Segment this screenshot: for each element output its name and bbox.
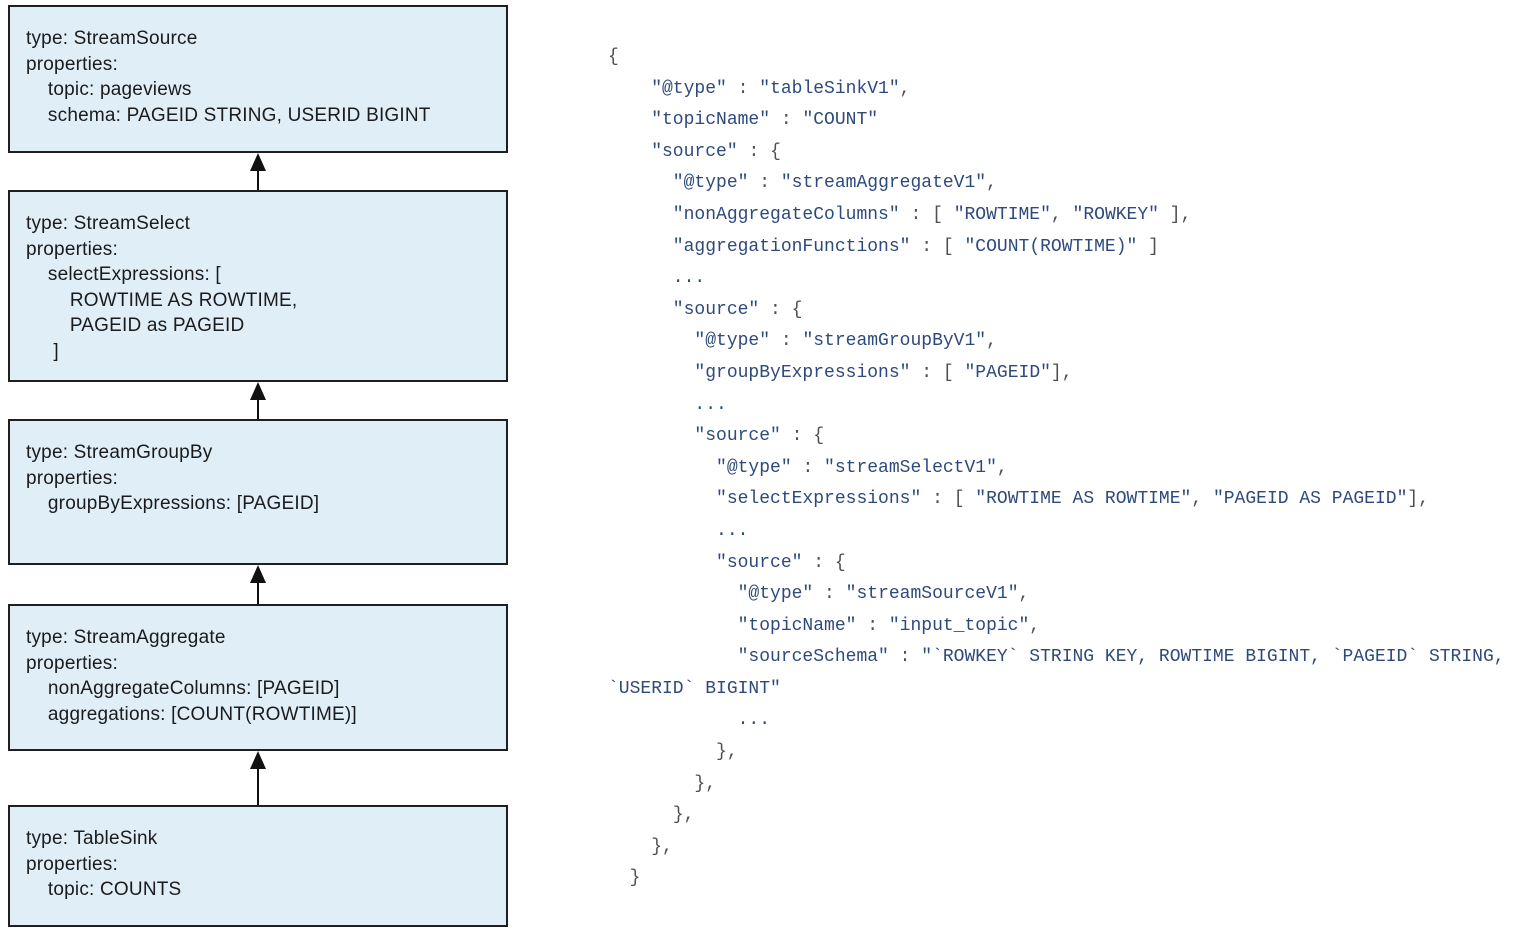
arrow-head [250,153,266,171]
node-table-sink-text: type: TableSink properties: topic: COUNT… [26,828,182,900]
arrow-head [250,751,266,769]
node-stream-group-by-text: type: StreamGroupBy properties: groupByE… [26,442,320,514]
node-stream-group-by: type: StreamGroupBy properties: groupByE… [8,419,508,565]
arrow-shaft [257,171,259,190]
node-stream-source: type: StreamSource properties: topic: pa… [8,5,508,153]
arrow-up-icon [250,153,266,190]
node-table-sink: type: TableSink properties: topic: COUNT… [8,805,508,927]
arrow-up-icon [250,565,266,604]
arrow-shaft [257,583,259,604]
node-stream-aggregate-text: type: StreamAggregate properties: nonAgg… [26,627,357,725]
arrow-shaft [257,400,259,419]
node-stream-source-text: type: StreamSource properties: topic: pa… [26,28,431,126]
node-stream-aggregate: type: StreamAggregate properties: nonAgg… [8,604,508,751]
arrow-head [250,565,266,583]
arrow-up-icon [250,751,266,805]
arrow-up-icon [250,382,266,419]
arrow-head [250,382,266,400]
node-stream-select-text: type: StreamSelect properties: selectExp… [26,213,298,362]
arrow-shaft [257,769,259,805]
node-stream-select: type: StreamSelect properties: selectExp… [8,190,508,382]
json-code-block: { "@type" : "tableSinkV1", "topicName" :… [608,47,1505,889]
